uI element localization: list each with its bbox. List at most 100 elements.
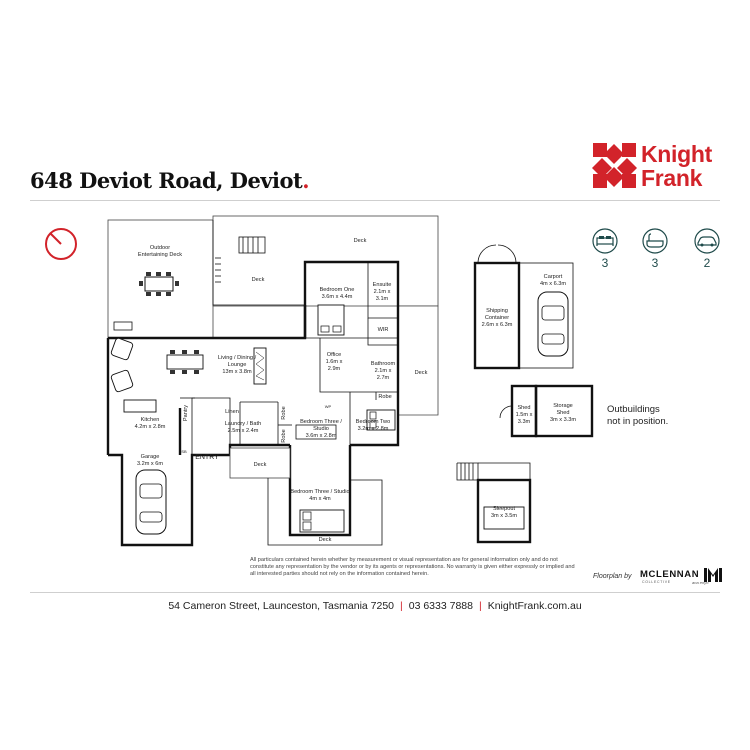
label-bedroom-three-1: Bedroom Three /: [300, 419, 342, 425]
label-kitchen: Kitchen: [141, 417, 160, 423]
interior-walls: [180, 262, 398, 445]
bed-icon: [366, 409, 396, 431]
brand-line-1: Knight: [641, 141, 713, 167]
footer-divider: [30, 592, 720, 593]
header-divider: [30, 200, 720, 201]
outbuildings-note-line1: Outbuildings: [607, 404, 660, 415]
label-deck-top: Deck: [354, 238, 367, 244]
label-laundry: Laundry / Bath: [225, 421, 261, 427]
bedroom-count: 3: [601, 256, 609, 270]
label-sb: SB: [181, 449, 187, 454]
feature-bedrooms: 3: [590, 228, 620, 270]
label-robe-2: Robe: [281, 406, 287, 419]
living-furniture: [110, 337, 267, 413]
agency-mark-icon: [704, 568, 722, 582]
label-sleepout: Sleepout: [493, 506, 516, 512]
label-kitchen-size: 4.2m x 2.8m: [135, 424, 166, 430]
north-compass-icon: [45, 228, 77, 260]
label-shed-size1: 1.5m x: [516, 412, 533, 418]
feature-cars: 2: [692, 228, 722, 270]
knight-frank-logo: Knight Frank: [592, 142, 722, 192]
knight-frank-mark-icon: [592, 143, 637, 188]
main-house-walls: [106, 260, 400, 547]
label-storage-1: Storage: [553, 403, 573, 409]
label-pantry: Pantry: [183, 405, 189, 421]
stairs-icon: [215, 236, 266, 283]
label-deck-entry: Deck: [254, 462, 267, 468]
label-linen: Linen: [225, 409, 239, 415]
label-studio: Bedroom Three / Studio: [290, 489, 349, 495]
label-storage-2: Shed: [556, 410, 569, 416]
label-studio-size: 4m x 4m: [309, 496, 331, 502]
label-outdoor-deck-1: Outdoor: [150, 245, 170, 251]
outbuildings-note: Outbuildings not in position.: [607, 404, 668, 428]
bed-icon: [592, 228, 618, 254]
label-shed: Shed: [517, 405, 530, 411]
footer-website[interactable]: KnightFrank.com.au: [487, 600, 582, 612]
label-robe-3: Robe: [281, 429, 287, 442]
label-bathroom-size1: 2.1m x: [375, 368, 392, 374]
floorplan-credit: Floorplan by: [593, 573, 632, 580]
label-office-size1: 1.6m x: [326, 359, 343, 365]
label-sleepout-size: 3m x 3.5m: [491, 513, 517, 519]
agency-sub: COLLECTIVE: [642, 580, 671, 584]
label-bathroom: Bathroom: [371, 361, 396, 367]
bed-icon: [295, 424, 337, 440]
label-bedroom-two-size: 3.2m x 2.8m: [358, 426, 389, 432]
label-garage-size: 3.2m x 6m: [137, 461, 163, 467]
agency-logo: MCLENNAN COLLECTIVE ana enyo: [640, 565, 722, 587]
bath-icon: [642, 228, 668, 254]
address-dot: .: [302, 168, 310, 193]
car-icon: [537, 291, 569, 357]
label-garage: Garage: [141, 454, 160, 460]
footer-sep-2: |: [478, 600, 482, 612]
footer-phone[interactable]: 03 6333 7888: [408, 600, 473, 612]
label-outdoor-deck-2: Entertaining Deck: [138, 252, 182, 258]
label-ensuite: Ensuite: [373, 282, 392, 288]
label-bedroom-two: Bedroom Two: [356, 419, 390, 425]
property-address: 648 Deviot Road, Deviot.: [30, 168, 310, 193]
label-shipping-1: Shipping: [486, 308, 508, 314]
brand-wordmark: Knight Frank: [641, 142, 712, 190]
label-bedroom-three-size: 3.6m x 2.8m: [306, 433, 337, 439]
bbq: [113, 321, 133, 331]
address-text: 648 Deviot Road, Deviot: [30, 168, 303, 193]
label-living-2: Lounge: [228, 362, 247, 368]
label-shipping-2: Container: [485, 315, 509, 321]
feature-bathrooms: 3: [640, 228, 670, 270]
disclaimer-text: All particulars contained herein whether…: [250, 557, 575, 578]
label-bedroom-one: Bedroom One: [320, 287, 355, 293]
label-deck-right: Deck: [415, 370, 428, 376]
label-carport: Carport: [544, 274, 563, 280]
label-living-size: 13m x 3.8m: [222, 369, 252, 375]
label-wp: WP: [325, 404, 332, 409]
label-bedroom-one-size: 3.6m x 4.4m: [322, 294, 353, 300]
label-office-size2: 2.9m: [328, 366, 341, 372]
brand-line-2: Frank: [641, 165, 703, 191]
label-ensuite-size2: 3.1m: [376, 296, 389, 302]
outdoor-deck: [107, 215, 439, 339]
label-laundry-size: 2.5m x 2.4m: [228, 428, 259, 434]
label-living-1: Living / Dining /: [218, 355, 257, 361]
car-icon: [694, 228, 720, 254]
footer-sep-1: |: [400, 600, 403, 612]
outbuildings: [456, 244, 594, 544]
label-shed-size2: 3.3m: [518, 419, 531, 425]
footer-contact: 54 Cameron Street, Launceston, Tasmania …: [0, 600, 750, 612]
label-shipping-size: 2.6m x 6.3m: [482, 322, 513, 328]
label-office: Office: [327, 352, 342, 358]
label-entry: ENTRY: [195, 454, 219, 461]
label-carport-size: 4m x 6.3m: [540, 281, 566, 287]
footer-street: 54 Cameron Street, Launceston, Tasmania …: [168, 600, 395, 612]
car-icon: [135, 469, 167, 535]
label-bathroom-size2: 2.7m: [377, 375, 390, 381]
bed-icon: [299, 509, 345, 533]
bed-icon: [317, 304, 345, 336]
label-robe-1: Robe: [378, 394, 391, 400]
outbuildings-note-line2: not in position.: [607, 416, 669, 427]
agency-signature: ana enyo: [692, 580, 709, 585]
bathroom-count: 3: [651, 256, 659, 270]
outdoor-table: [139, 272, 179, 296]
bed-icon: [483, 506, 525, 530]
